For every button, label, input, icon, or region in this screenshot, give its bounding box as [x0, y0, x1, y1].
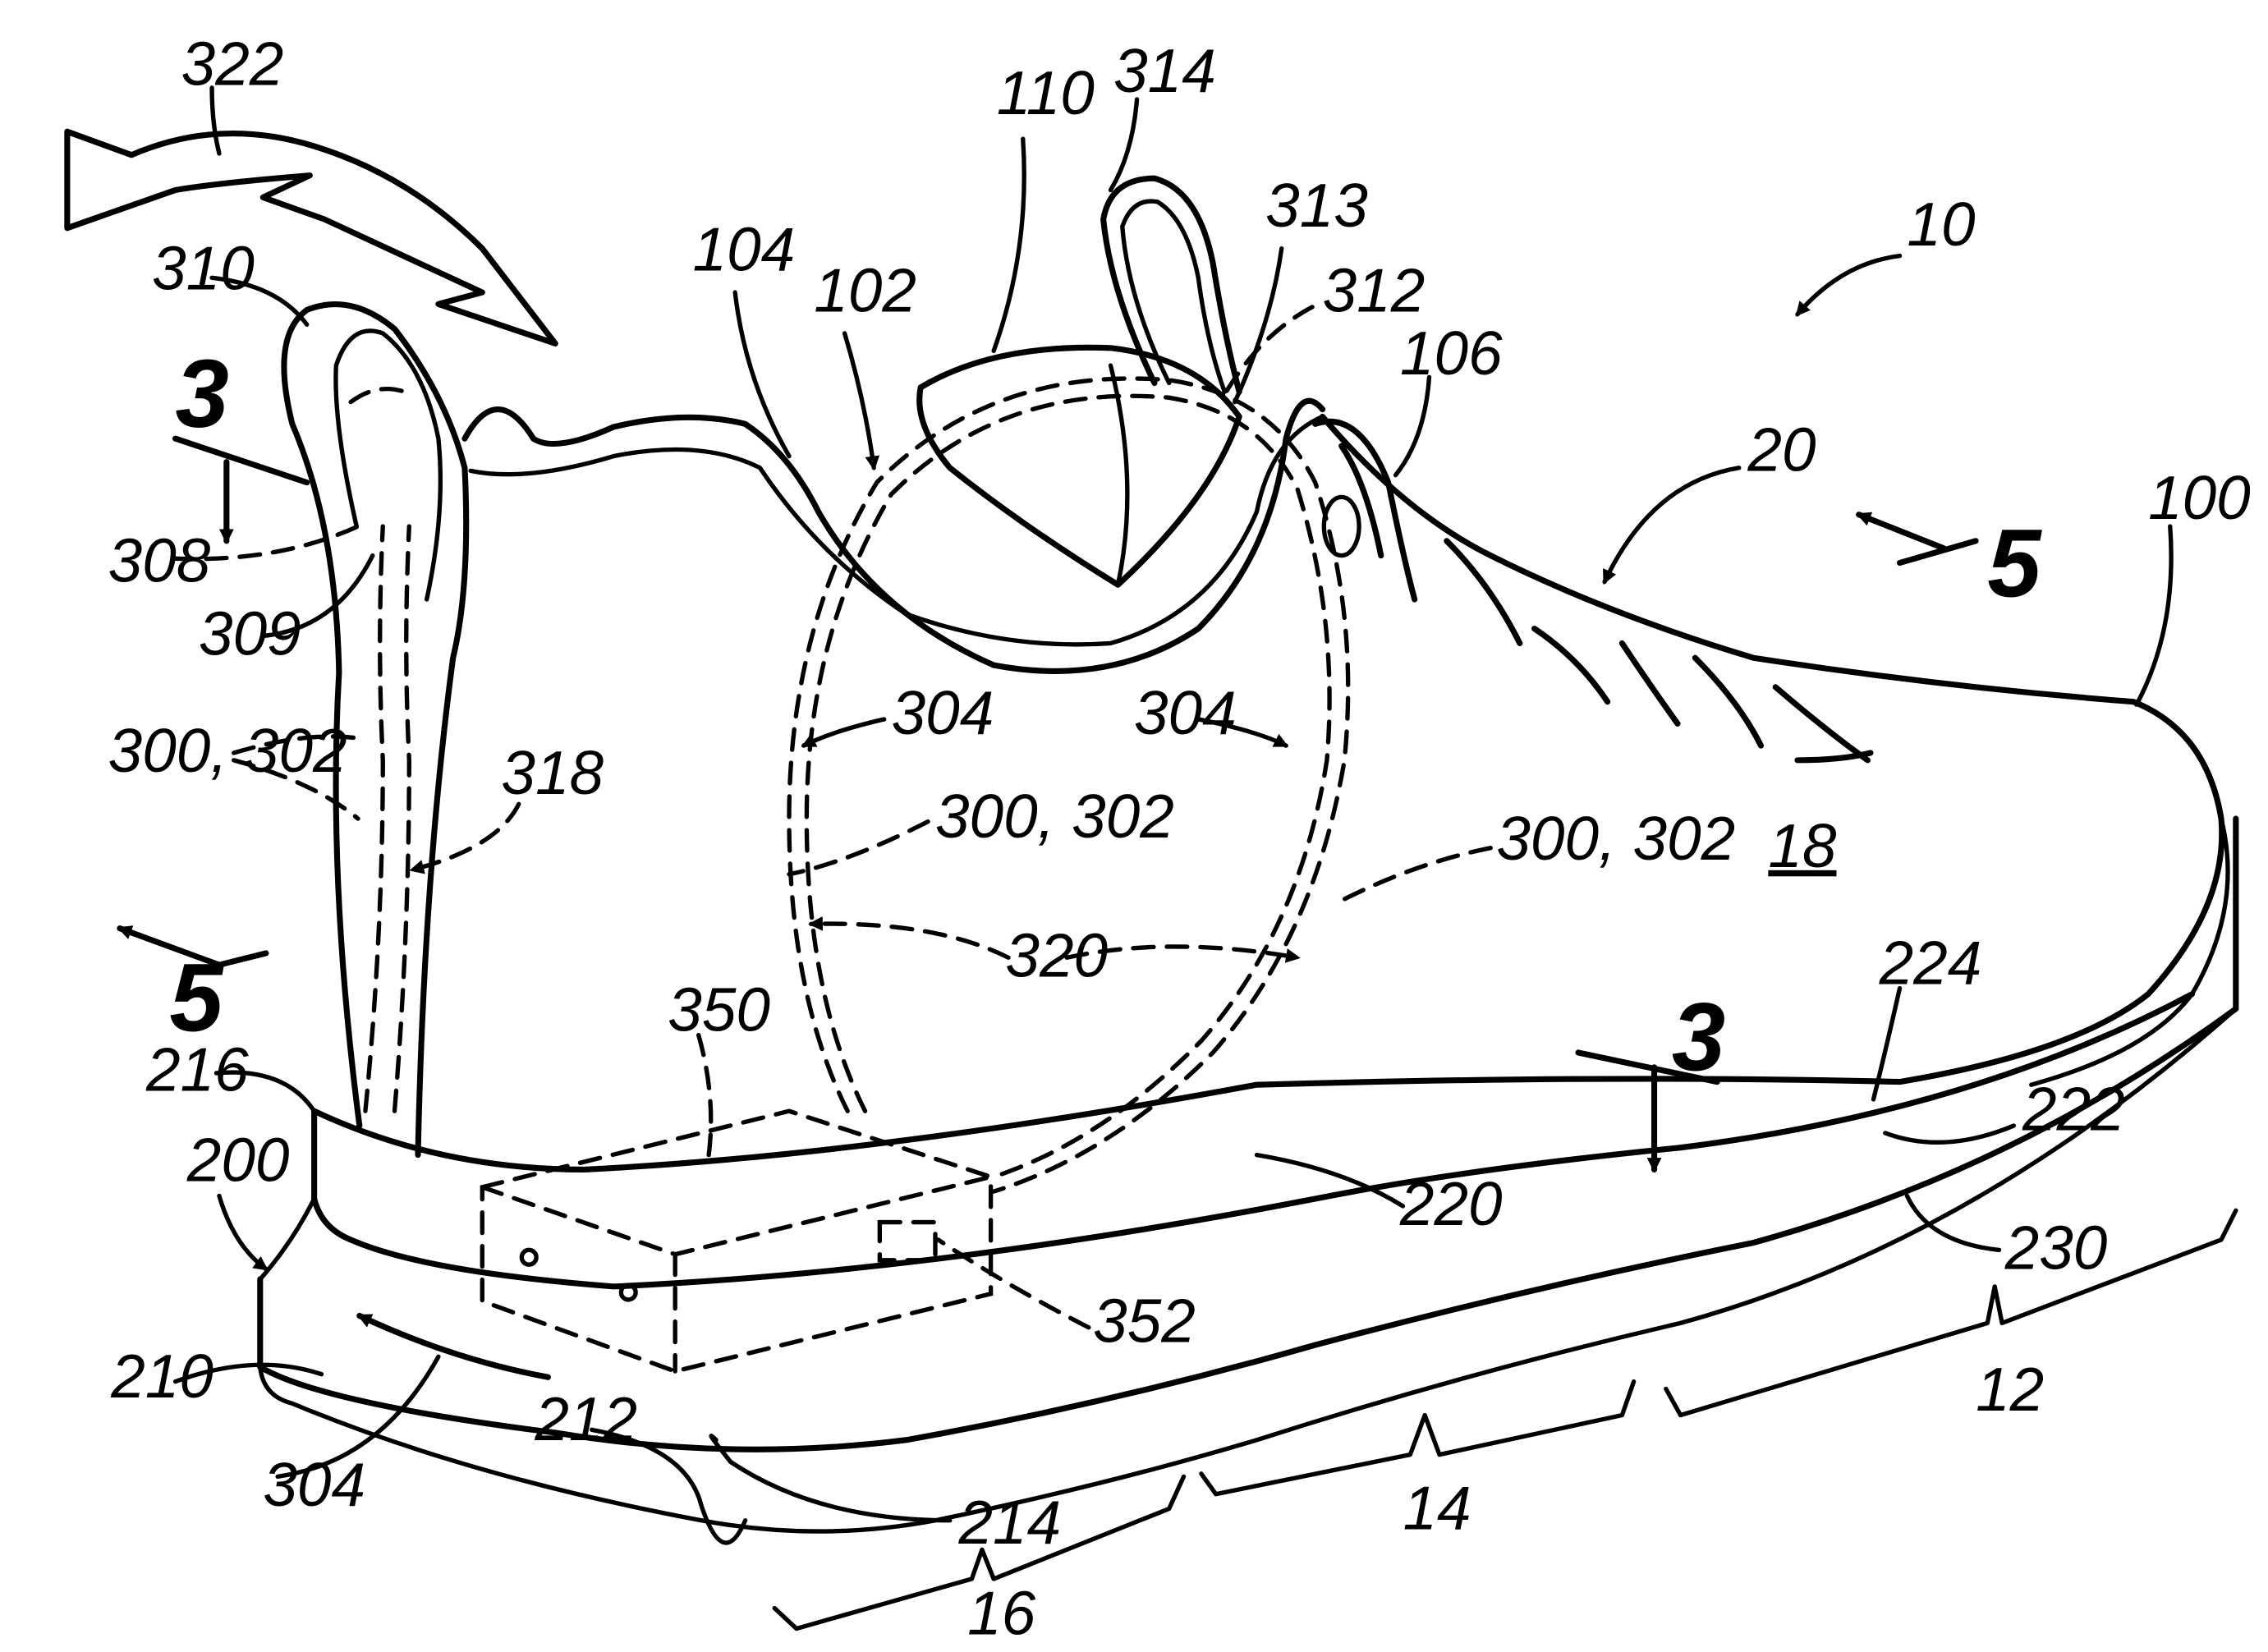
label-300-302-heel: 300, 302: [108, 716, 347, 785]
control-box-350: [482, 1111, 990, 1371]
arrow-304-bottom: [360, 1315, 549, 1377]
label-230: 230: [2004, 1213, 2108, 1282]
label-210: 210: [110, 1342, 213, 1411]
label-212: 212: [534, 1384, 637, 1453]
label-222: 222: [2022, 1074, 2125, 1143]
port-352: [879, 1223, 935, 1260]
label-314: 314: [1113, 36, 1216, 105]
label-200: 200: [186, 1126, 290, 1195]
label-102: 102: [814, 255, 916, 324]
label-313: 313: [1265, 171, 1368, 240]
upper-collar: [465, 401, 1323, 671]
label-309: 309: [199, 599, 301, 668]
label-100: 100: [2148, 463, 2251, 532]
label-110: 110: [997, 58, 1095, 127]
label-352: 352: [1093, 1287, 1196, 1356]
label-10: 10: [1907, 190, 1975, 259]
leader-lines: [120, 88, 2236, 1629]
label-308: 308: [108, 526, 211, 595]
section-5-left: 5: [169, 943, 224, 1051]
label-106: 106: [1400, 319, 1503, 388]
label-16: 16: [967, 1579, 1036, 1648]
label-350: 350: [668, 975, 770, 1044]
section-3-top: 3: [176, 340, 229, 447]
label-304-left: 304: [892, 678, 994, 747]
label-304-bottom: 304: [263, 1450, 365, 1519]
label-220: 220: [1399, 1169, 1503, 1238]
pull-arrow-322: [67, 131, 555, 343]
label-214: 214: [957, 1488, 1061, 1557]
eyelet-106: [1324, 497, 1359, 555]
label-304-right: 304: [1134, 678, 1237, 747]
sole-band-230: [260, 819, 2236, 1449]
label-320: 320: [1005, 920, 1108, 989]
label-322: 322: [181, 29, 284, 98]
label-18: 18: [1768, 811, 1837, 880]
label-318: 318: [501, 738, 604, 807]
label-300-302-front: 300, 302: [1496, 804, 1735, 873]
section-3-bottom: 3: [1672, 983, 1725, 1090]
label-104: 104: [693, 214, 796, 283]
label-14: 14: [1403, 1473, 1471, 1542]
cable-300-302: [365, 526, 409, 1111]
label-300-302-mid: 300, 302: [935, 782, 1174, 851]
label-20: 20: [1747, 415, 1816, 484]
label-224: 224: [1879, 928, 1982, 997]
reference-labels: 322 310 104 102 110 314 313 312 10 106 2…: [108, 29, 2251, 1647]
section-5-right: 5: [1987, 509, 2042, 617]
label-312: 312: [1323, 255, 1426, 324]
label-12: 12: [1976, 1355, 2044, 1424]
label-310: 310: [152, 234, 255, 303]
